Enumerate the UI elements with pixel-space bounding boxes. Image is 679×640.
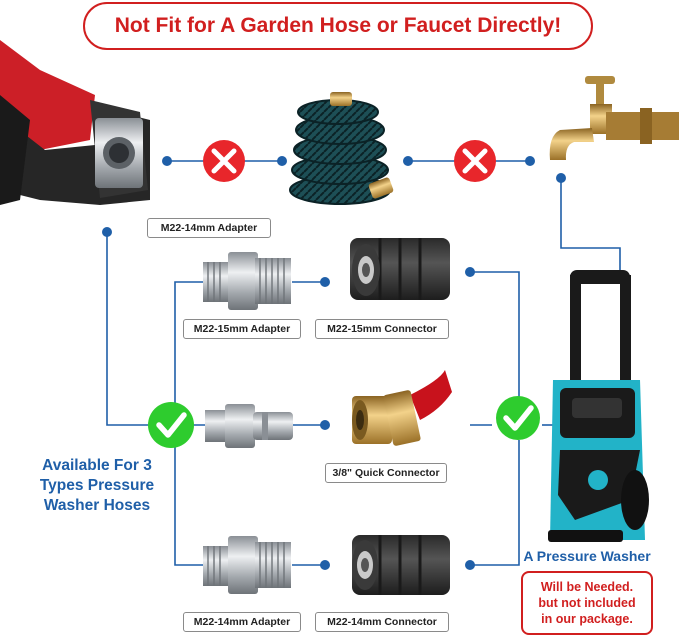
not-included-note: Will be Needed. but not included in our … (521, 571, 653, 635)
check-mark-icon (496, 396, 540, 440)
connection-dots (102, 156, 566, 570)
warning-banner: Not Fit for A Garden Hose or Faucet Dire… (83, 2, 593, 50)
warning-banner-text: Not Fit for A Garden Hose or Faucet Dire… (114, 14, 562, 37)
top-adapter-label: M22-14mm Adapter (147, 218, 271, 238)
m22-15mm-adapter-image (203, 252, 291, 310)
quick-connector-image (352, 370, 452, 446)
note-line-3: in our package. (541, 612, 633, 626)
connector-15mm-label: M22-15mm Connector (315, 319, 449, 339)
compatibility-line-3: Washer Hoses (43, 497, 151, 514)
compatibility-text: Available For 3 Types Pressure Washer Ho… (22, 456, 172, 516)
quick-connector-label: 3/8" Quick Connector (325, 463, 447, 483)
pressure-washer-caption: A Pressure Washer (523, 548, 651, 564)
note-line-1: Will be Needed. (540, 580, 634, 594)
compatibility-line-2: Types Pressure (39, 477, 155, 494)
connector-14mm-label: M22-14mm Connector (315, 612, 449, 632)
quick-plug-image (205, 404, 293, 448)
m22-14mm-connector-image (352, 535, 450, 595)
adapter-14mm-label: M22-14mm Adapter (183, 612, 301, 632)
note-line-2: but not included (538, 596, 636, 610)
m22-14mm-adapter-image (203, 536, 291, 594)
compatibility-line-1: Available For 3 (42, 457, 152, 474)
check-mark-icon (148, 402, 194, 448)
cross-mark-icon (203, 140, 245, 182)
cross-mark-icon (454, 140, 496, 182)
pressure-washer-image (548, 270, 649, 542)
connection-lines (106, 160, 621, 566)
garden-hose-image (289, 92, 394, 205)
faucet-image (549, 76, 679, 160)
adapter-15mm-label: M22-15mm Adapter (183, 319, 301, 339)
spray-gun-image (0, 40, 150, 205)
m22-15mm-connector-image (350, 238, 450, 300)
